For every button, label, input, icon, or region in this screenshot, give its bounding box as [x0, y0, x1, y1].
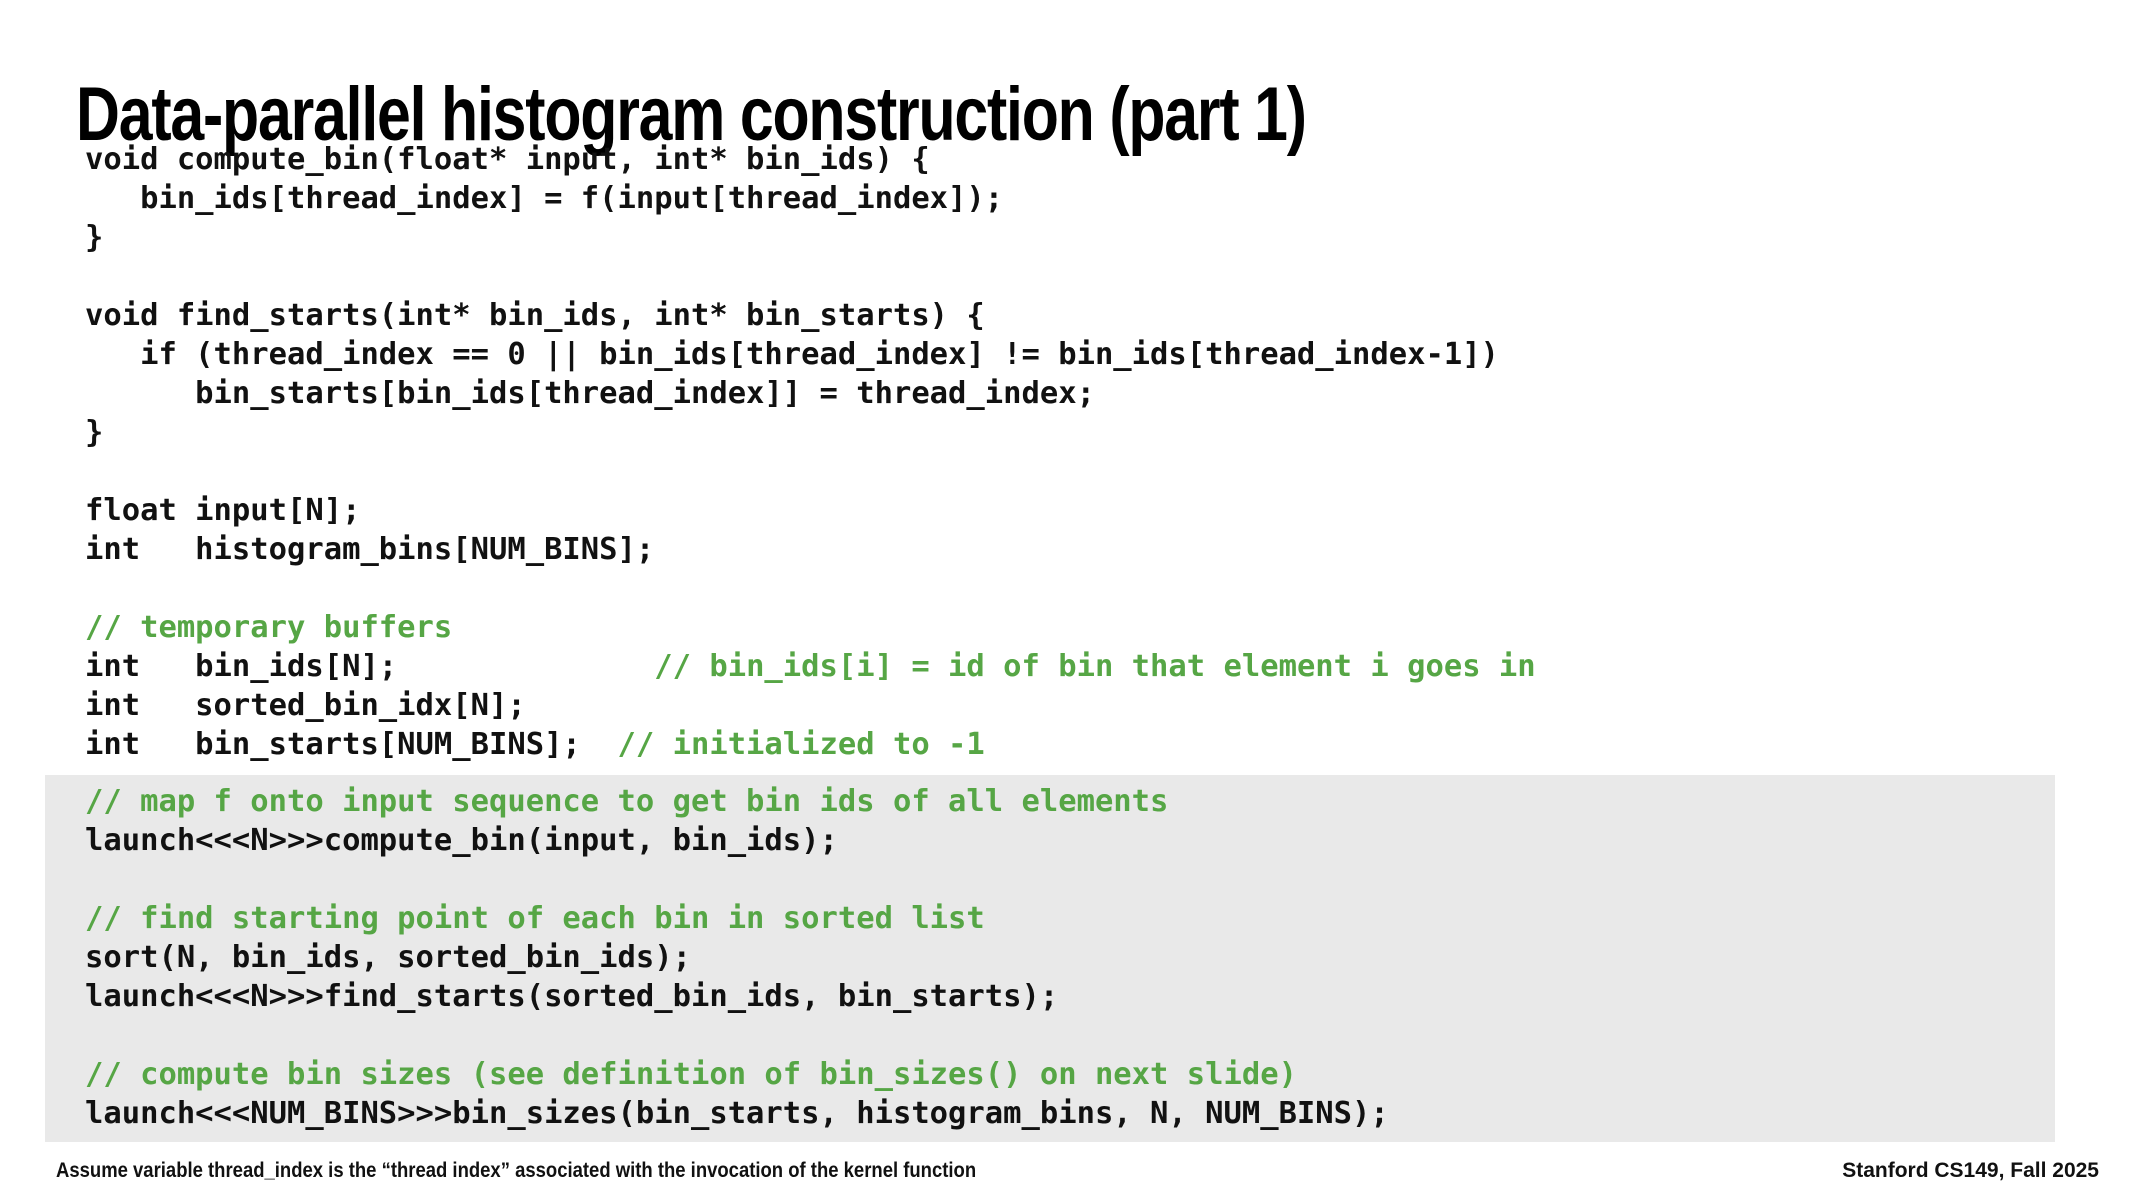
- code-line-l14: int bin_ids[N]; // bin_ids[i] = id of bi…: [0, 647, 2133, 686]
- panel-line-p2: launch<<<N>>>compute_bin(input, bin_ids)…: [0, 821, 2133, 860]
- code-line-l12: [0, 569, 2133, 608]
- code-text: launch<<<N>>>find_starts(sorted_bin_ids,…: [85, 979, 1059, 1014]
- code-text: int histogram_bins[NUM_BINS];: [85, 532, 655, 567]
- code-text: float input[N];: [85, 493, 361, 528]
- code-comment: // bin_ids[i] = id of bin that element i…: [654, 649, 1536, 684]
- code-line-l6: if (thread_index == 0 || bin_ids[thread_…: [0, 335, 2133, 374]
- code-line-l7: bin_starts[bin_ids[thread_index]] = thre…: [0, 374, 2133, 413]
- code-comment: // temporary buffers: [85, 610, 453, 645]
- code-comment: // find starting point of each bin in so…: [85, 901, 985, 936]
- code-text: int sorted_bin_idx[N];: [85, 688, 526, 723]
- code-text: launch<<<NUM_BINS>>>bin_sizes(bin_starts…: [85, 1096, 1389, 1131]
- page-title: Data-parallel histogram construction (pa…: [76, 71, 1307, 157]
- code-line-l1: void compute_bin(float* input, int* bin_…: [0, 140, 2133, 179]
- panel-line-p5: sort(N, bin_ids, sorted_bin_ids);: [0, 938, 2133, 977]
- code-line-l15: int sorted_bin_idx[N];: [0, 686, 2133, 725]
- code-line-l10: float input[N];: [0, 491, 2133, 530]
- code-listing-area: void compute_bin(float* input, int* bin_…: [0, 140, 2133, 1150]
- code-text: bin_ids[thread_index] = f(input[thread_i…: [85, 181, 1004, 216]
- code-text: void compute_bin(float* input, int* bin_…: [85, 142, 930, 177]
- code-comment: // initialized to -1: [617, 727, 985, 762]
- panel-line-p4: // find starting point of each bin in so…: [0, 899, 2133, 938]
- panel-line-p9: launch<<<NUM_BINS>>>bin_sizes(bin_starts…: [0, 1094, 2133, 1133]
- highlighted-code-panel: [45, 775, 2055, 1142]
- panel-line-p8: // compute bin sizes (see definition of …: [0, 1055, 2133, 1094]
- panel-line-p3: [0, 860, 2133, 899]
- code-text: }: [85, 220, 104, 255]
- code-text: sort(N, bin_ids, sorted_bin_ids);: [85, 940, 691, 975]
- panel-line-p7: [0, 1016, 2133, 1055]
- code-block-declarations: void compute_bin(float* input, int* bin_…: [0, 140, 2133, 764]
- code-line-l13: // temporary buffers: [0, 608, 2133, 647]
- code-text: int bin_ids[N];: [85, 649, 655, 684]
- code-text: }: [85, 415, 104, 450]
- code-line-l8: }: [0, 413, 2133, 452]
- code-line-l11: int histogram_bins[NUM_BINS];: [0, 530, 2133, 569]
- code-comment: // compute bin sizes (see definition of …: [85, 1057, 1297, 1092]
- code-line-l5: void find_starts(int* bin_ids, int* bin_…: [0, 296, 2133, 335]
- code-text: int bin_starts[NUM_BINS];: [85, 727, 618, 762]
- panel-line-p1: // map f onto input sequence to get bin …: [0, 782, 2133, 821]
- code-line-l4: [0, 257, 2133, 296]
- code-line-l2: bin_ids[thread_index] = f(input[thread_i…: [0, 179, 2133, 218]
- code-block-kernel-launches: // map f onto input sequence to get bin …: [0, 782, 2133, 1133]
- code-line-l3: }: [0, 218, 2133, 257]
- code-text: bin_starts[bin_ids[thread_index]] = thre…: [85, 376, 1095, 411]
- code-text: if (thread_index == 0 || bin_ids[thread_…: [85, 337, 1499, 372]
- code-text: launch<<<N>>>compute_bin(input, bin_ids)…: [85, 823, 838, 858]
- code-comment: // map f onto input sequence to get bin …: [85, 784, 1169, 819]
- code-line-l9: [0, 452, 2133, 491]
- code-line-l16: int bin_starts[NUM_BINS]; // initialized…: [0, 725, 2133, 764]
- footer-assumption-note: Assume variable thread_index is the “thr…: [56, 1159, 977, 1182]
- panel-line-p6: launch<<<N>>>find_starts(sorted_bin_ids,…: [0, 977, 2133, 1016]
- code-text: void find_starts(int* bin_ids, int* bin_…: [85, 298, 985, 333]
- footer-course-brand: Stanford CS149, Fall 2025: [1842, 1159, 2099, 1182]
